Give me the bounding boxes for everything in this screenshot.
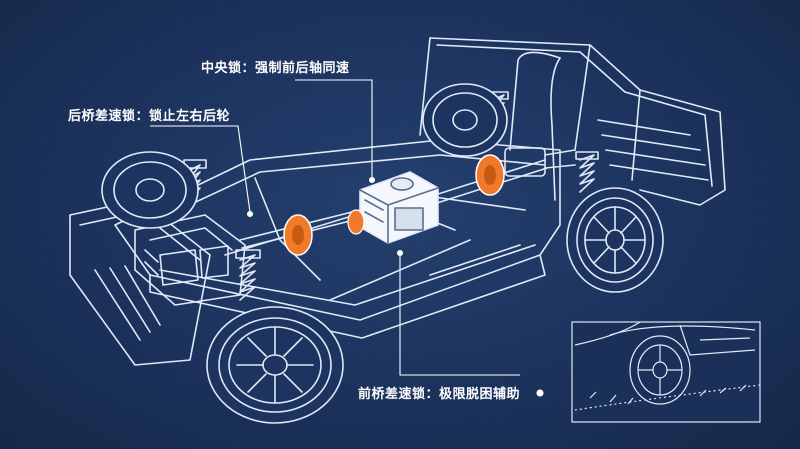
- transfer-case: [359, 171, 439, 244]
- engine-block: [134, 214, 246, 306]
- front-diff-lock-callout: 前桥差速锁：极限脱困辅助: [358, 387, 521, 402]
- front-left-wheel: [101, 151, 199, 229]
- rear-diff-housing: [504, 147, 576, 177]
- rear-right-spring: [575, 151, 599, 193]
- front-lock-leader: [399, 255, 520, 376]
- cab-frame: [419, 37, 726, 206]
- front-lock-coupler: [283, 214, 313, 256]
- center-lock-leader: [295, 79, 373, 178]
- inset-wheel-terrain: [571, 321, 761, 423]
- center-lock-leader-dot: [368, 176, 376, 184]
- rear-left-wheel: [422, 83, 508, 157]
- rear-lock-coupler: [475, 154, 505, 196]
- front-right-wheel: [206, 306, 344, 424]
- front-lock-leader-dot: [396, 249, 404, 257]
- center-lock-coupler: [347, 209, 365, 235]
- front-right-spring: [235, 249, 261, 301]
- rear-lock-leader-dot: [246, 210, 254, 218]
- rear-lock-leader: [150, 125, 251, 213]
- rear-diff-lock-callout: 后桥差速锁：锁止左右后轮: [68, 109, 231, 124]
- front-lock-end-dot: [536, 389, 544, 397]
- rear-right-wheel: [566, 187, 664, 293]
- center-lock-callout: 中央锁：强制前后轴同速: [201, 61, 350, 76]
